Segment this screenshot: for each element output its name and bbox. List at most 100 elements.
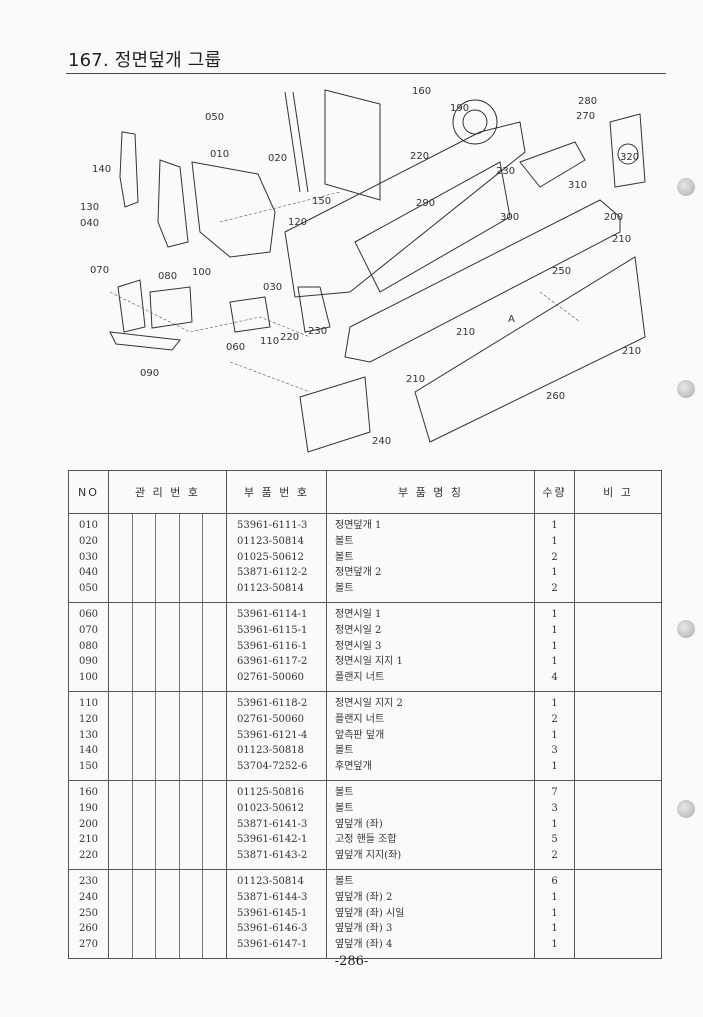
callout-labels: 050 010 020 140 130 040 120 070 080 100 … bbox=[80, 86, 641, 447]
mgmt-cell bbox=[108, 513, 227, 603]
mgmt-cell bbox=[108, 869, 227, 959]
note-cell bbox=[574, 513, 662, 603]
callout-090: 090 bbox=[140, 368, 159, 379]
callout-110: 110 bbox=[260, 336, 279, 347]
callout-320: 320 bbox=[620, 152, 639, 163]
callout-150: 150 bbox=[312, 196, 331, 207]
callout-120: 120 bbox=[288, 217, 307, 228]
callout-220b: 220 bbox=[410, 151, 429, 162]
callout-A: A bbox=[508, 314, 515, 325]
title-rule bbox=[66, 73, 666, 74]
front-seal-3-part bbox=[149, 286, 193, 329]
callout-140: 140 bbox=[92, 164, 111, 175]
callout-220: 220 bbox=[280, 332, 299, 343]
mgmt-cell bbox=[108, 602, 227, 692]
front-cover-2-part bbox=[157, 159, 189, 248]
seal-support-part bbox=[109, 331, 181, 351]
header-mgmt-no: 관 리 번 호 bbox=[108, 470, 227, 514]
callout-040: 040 bbox=[80, 218, 99, 229]
side-cover-left-4-part bbox=[609, 113, 646, 188]
front-seal-1-part bbox=[229, 296, 271, 333]
header-qty: 수량 bbox=[534, 470, 575, 514]
exploded-parts-diagram: 050 010 020 140 130 040 120 070 080 100 … bbox=[80, 86, 646, 453]
table-header-row: NO 관 리 번 호 부 품 번 호 부 품 명 칭 수량 비 고 bbox=[68, 470, 662, 514]
front-seal-2-part bbox=[117, 279, 146, 333]
center-frame-part bbox=[284, 121, 526, 298]
rear-cover-part bbox=[324, 89, 381, 201]
binder-hole bbox=[677, 800, 695, 818]
callout-230b: 230 bbox=[496, 166, 515, 177]
callout-070: 070 bbox=[90, 265, 109, 276]
page-title: 167. 정면덮개 그룹 bbox=[68, 50, 222, 71]
callout-030: 030 bbox=[263, 282, 282, 293]
inner-panel-part bbox=[354, 161, 511, 293]
header-note: 비 고 bbox=[574, 470, 662, 514]
binder-hole bbox=[677, 380, 695, 398]
callout-190: 190 bbox=[450, 103, 469, 114]
side-cover-support-part bbox=[519, 141, 586, 188]
side-cover-left-2-part bbox=[299, 376, 371, 453]
callout-200: 200 bbox=[604, 212, 623, 223]
callout-280: 280 bbox=[578, 96, 597, 107]
callout-050: 050 bbox=[205, 112, 224, 123]
callout-060: 060 bbox=[226, 342, 245, 353]
page-number: -286- bbox=[334, 954, 369, 969]
callout-160: 160 bbox=[412, 86, 431, 97]
note-cell bbox=[574, 602, 662, 692]
callout-210: 210 bbox=[612, 234, 631, 245]
callout-020: 020 bbox=[268, 153, 287, 164]
callout-080: 080 bbox=[158, 271, 177, 282]
header-part-name: 부 품 명 칭 bbox=[326, 470, 535, 514]
callout-240: 240 bbox=[372, 436, 391, 447]
callout-290: 290 bbox=[416, 198, 435, 209]
header-part-no: 부 품 번 호 bbox=[226, 470, 327, 514]
callout-250: 250 bbox=[552, 266, 571, 277]
front-cover-1-part bbox=[191, 161, 276, 258]
callout-010: 010 bbox=[210, 149, 229, 160]
seal-support-2-part bbox=[297, 286, 331, 333]
bracket-part bbox=[119, 131, 139, 208]
binder-hole bbox=[677, 620, 695, 638]
side-cover-left-part bbox=[344, 199, 621, 363]
callout-210d: 210 bbox=[406, 374, 425, 385]
callout-210c: 210 bbox=[622, 346, 641, 357]
callout-100: 100 bbox=[192, 267, 211, 278]
callout-230: 230 bbox=[308, 326, 327, 337]
callout-300: 300 bbox=[500, 212, 519, 223]
binder-hole bbox=[677, 178, 695, 196]
callout-210b: 210 bbox=[456, 327, 475, 338]
callout-260: 260 bbox=[546, 391, 565, 402]
header-no: NO bbox=[68, 470, 109, 514]
note-cell bbox=[574, 780, 662, 870]
mgmt-cell bbox=[108, 691, 227, 781]
note-cell bbox=[574, 691, 662, 781]
side-cover-left-3-part bbox=[414, 256, 646, 443]
callout-270: 270 bbox=[576, 111, 595, 122]
